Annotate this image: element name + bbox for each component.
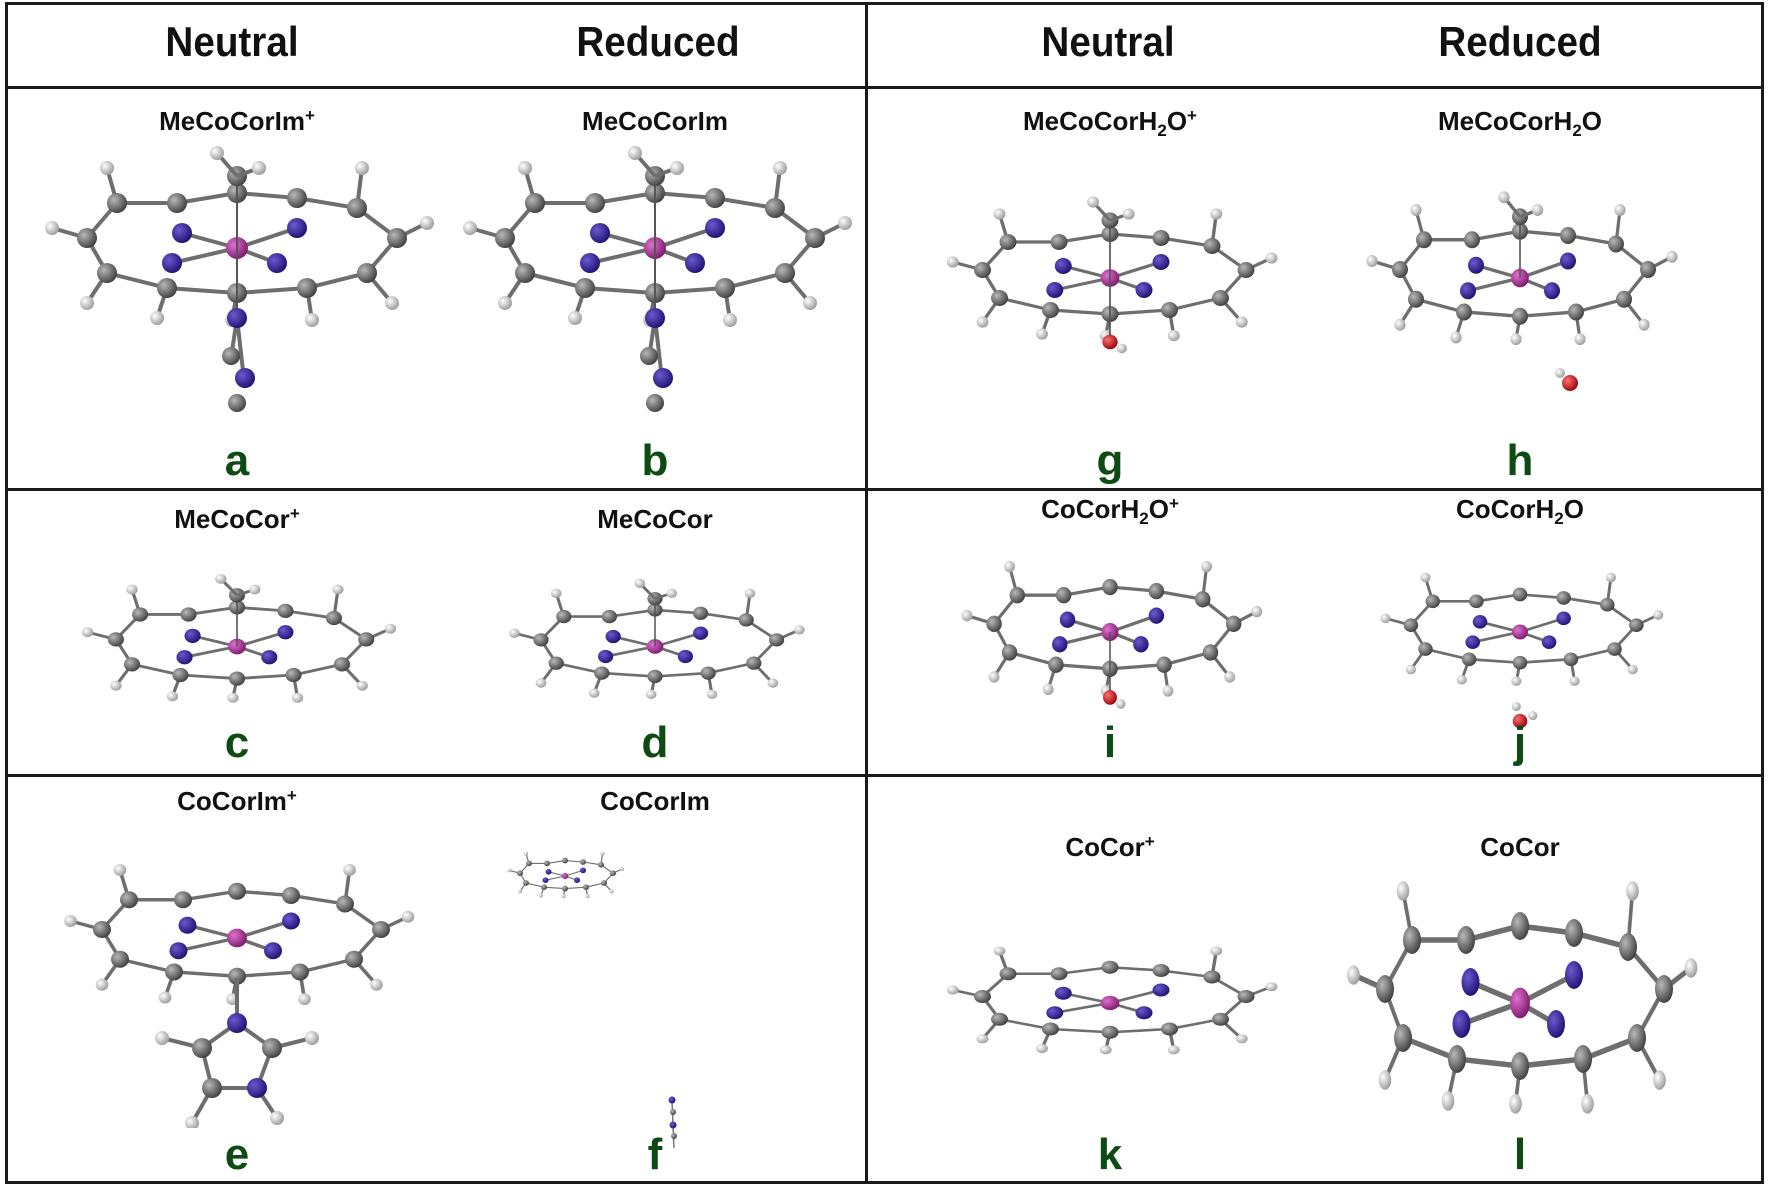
panel-letter: a	[224, 436, 250, 485]
column-header-neutral-left: Neutral	[165, 18, 299, 65]
panel-title: CoCorIm	[600, 786, 710, 816]
panel-d: MeCoCor d	[440, 492, 870, 774]
panel-letter: i	[1103, 718, 1117, 767]
molecule-structure-d	[507, 577, 807, 701]
panel-letter: d	[641, 718, 669, 767]
panel-i: CoCorH2O+ i	[895, 492, 1325, 774]
molecule-structure-k	[945, 944, 1280, 1057]
panel-title: MeCoCorIm	[582, 106, 728, 136]
column-group-divider	[865, 2, 868, 1184]
panel-letter: b	[641, 436, 669, 485]
panel-title: MeCoCor+	[174, 504, 300, 534]
panel-e: CoCorIm+ e	[22, 778, 452, 1184]
panel-title: MeCoCorH2O+	[1023, 106, 1197, 140]
molecule-structure-c	[80, 572, 398, 705]
panel-k: CoCor+ k	[895, 778, 1325, 1184]
panel-f: CoCorIm f	[440, 778, 870, 1184]
molecule-structure-f	[506, 851, 677, 1148]
panel-title: CoCorH2O+	[1041, 494, 1179, 528]
panel-letter: g	[1096, 436, 1124, 485]
column-header-reduced-right: Reduced	[1438, 18, 1602, 65]
panel-title: CoCor+	[1065, 832, 1155, 862]
panel-title: CoCorIm+	[177, 786, 297, 816]
panel-letter: e	[224, 1130, 250, 1179]
panel-letter: f	[647, 1130, 663, 1179]
molecule-structure-l	[1305, 878, 1735, 1128]
molecule-structure-i	[959, 559, 1264, 710]
header-divider	[5, 86, 1764, 89]
molecule-structure-g	[945, 194, 1280, 355]
column-header-neutral-right: Neutral	[1041, 18, 1175, 65]
column-header-reduced-left: Reduced	[576, 18, 740, 65]
figure-frame	[5, 2, 1764, 1184]
molecule-structure-a	[43, 144, 436, 414]
molecule-structure-h	[1364, 189, 1680, 391]
panel-title: CoCor	[1480, 832, 1560, 862]
panel-l: CoCor l	[1305, 778, 1735, 1184]
panel-title: MeCoCorH2O	[1437, 106, 1603, 140]
panel-g: MeCoCorH2O+ g	[895, 98, 1325, 488]
panel-j: CoCorH2O j	[1305, 492, 1735, 774]
panel-b: MeCoCorIm b	[440, 98, 870, 488]
panel-letter: c	[224, 718, 250, 767]
panel-letter: l	[1513, 1130, 1527, 1179]
panel-title: CoCorH2O	[1456, 494, 1584, 528]
panel-c: MeCoCor+ c	[22, 492, 452, 774]
panel-letter: j	[1513, 718, 1527, 767]
panel-letter: k	[1097, 1130, 1123, 1179]
panel-letter: h	[1506, 436, 1534, 485]
panel-title: MeCoCor	[597, 504, 713, 534]
panel-h: MeCoCorH2O h	[1305, 98, 1735, 488]
molecule-structure-b	[461, 144, 854, 414]
row-divider-1	[5, 488, 1764, 491]
molecule-structure-e	[62, 862, 417, 1128]
panel-a: MeCoCorIm+ a	[22, 98, 452, 488]
row-divider-2	[5, 774, 1764, 777]
panel-title: MeCoCorIm+	[159, 106, 315, 136]
molecule-structure-j	[1378, 571, 1665, 729]
